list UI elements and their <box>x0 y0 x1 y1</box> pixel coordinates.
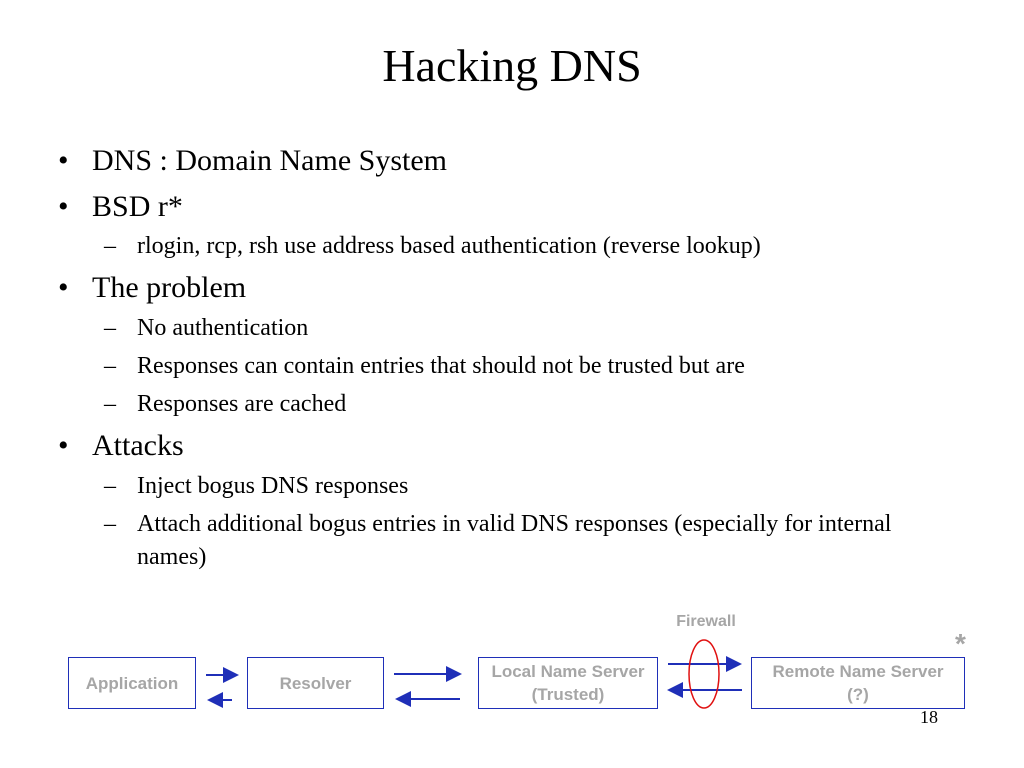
remote-name-server-line1: Remote Name Server <box>772 662 944 681</box>
sub-bullet-text: No authentication <box>137 315 309 341</box>
remote-name-server-line2: (?) <box>847 685 869 704</box>
bullet-marker: • <box>58 271 69 304</box>
bullet-text: BSD r* <box>92 190 183 223</box>
remote-name-server-box: Remote Name Server (?) <box>751 657 965 709</box>
sub-bullet-text: Inject bogus DNS responses <box>137 473 409 499</box>
sub-bullet-marker: – <box>104 391 116 417</box>
local-name-server-line2: (Trusted) <box>531 685 605 704</box>
sub-bullet-text: Responses can contain entries that shoul… <box>137 353 745 379</box>
bullet-text: Attacks <box>92 429 184 462</box>
sub-bullet-text: Responses are cached <box>137 391 347 417</box>
resolver-label: Resolver <box>279 673 352 693</box>
local-name-server-line1: Local Name Server <box>491 662 645 681</box>
bullet-marker: • <box>58 190 69 223</box>
firewall-label: Firewall <box>676 613 736 630</box>
bullet-marker: • <box>58 144 69 177</box>
sub-bullet-marker: – <box>104 511 116 537</box>
sub-bullet-marker: – <box>104 233 116 259</box>
sub-bullet-text: rlogin, rcp, rsh use address based authe… <box>137 233 761 259</box>
bullet-marker: • <box>58 429 69 462</box>
remote-name-server-label: Remote Name Server (?) <box>772 660 943 706</box>
page-number: 18 <box>920 707 938 727</box>
sub-bullet-marker: – <box>104 315 116 341</box>
sub-bullet-marker: – <box>104 473 116 499</box>
sub-bullet-text: Attach additional bogus entries in valid… <box>137 511 892 570</box>
resolver-box: Resolver <box>247 657 384 709</box>
application-box: Application <box>68 657 196 709</box>
application-label: Application <box>85 673 179 693</box>
bullet-text: DNS : Domain Name System <box>92 144 447 177</box>
local-name-server-box: Local Name Server (Trusted) <box>478 657 658 709</box>
local-name-server-label: Local Name Server (Trusted) <box>491 660 644 706</box>
sub-bullet-marker: – <box>104 353 116 379</box>
firewall-ellipse <box>688 639 720 709</box>
bullet-text: The problem <box>92 271 247 304</box>
star-marker: * <box>955 628 966 659</box>
slide-title: Hacking DNS <box>382 40 642 91</box>
